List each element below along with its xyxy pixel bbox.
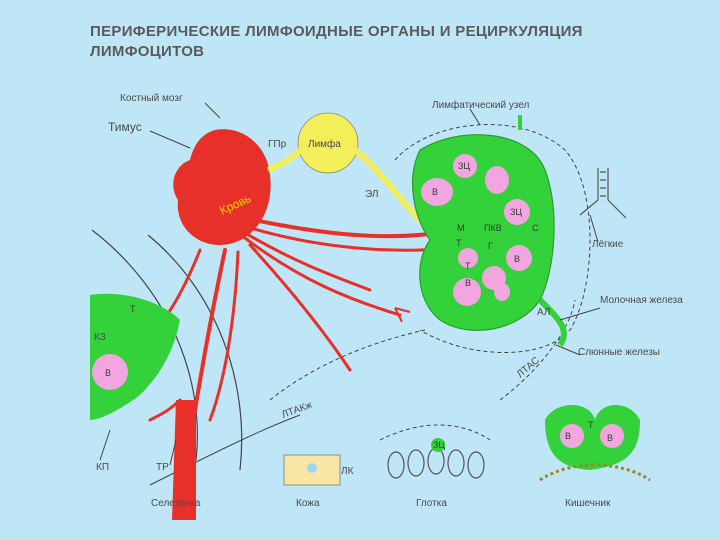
label-mammary: Молочная железа [600,295,683,306]
label-lk: ЛК [341,466,354,477]
label-lymph-node: Лимфатический узел [432,99,530,111]
cell-t-2: Т [465,261,471,271]
throat-tonsils [388,448,484,478]
cell-b-spleen: В [105,368,111,378]
label-bone-marrow: Костный мозг [120,93,183,104]
lungs-bronchi [580,168,626,218]
label-tr: ТР [156,462,169,473]
label-el: ЭЛ [365,189,378,200]
lymph-duct-to-heart [268,150,300,170]
label-thymus: Тимус [108,120,142,134]
label-skin: Кожа [296,498,320,509]
cell-b-intestine-1: В [565,431,571,441]
cell-t-spleen: Т [130,304,136,314]
cell-zc-1: ЗЦ [458,161,470,171]
cell-b-intestine-2: В [607,433,613,443]
label-lymph: Лимфа [308,138,341,150]
cell-pkv: ПКВ [484,223,502,233]
cell-g: Г [488,241,493,251]
label-hpr: ГПр [268,139,287,150]
intestine-villi [540,405,650,480]
cell-b-3: В [465,278,471,288]
cell-zc-2: ЗЦ [510,207,522,217]
label-intestine: Кишечник [565,498,611,509]
label-lungs: Лёгкие [592,239,624,250]
spleen-outline-far [150,415,300,485]
cell-b-1: В [432,187,438,197]
cell-m: М [457,223,465,233]
label-al: АЛ [537,307,550,318]
label-kp: КП [96,462,109,473]
cell-t-1: Т [456,238,462,248]
label-ltas: ЛТАС [515,355,542,380]
label-kz: КЗ [94,332,106,343]
cell-c: С [532,223,539,233]
cell-t-intestine: Т [588,420,594,430]
label-salivary: Слюнные железы [578,347,660,358]
label-throat: Глотка [416,498,447,509]
throat-dashed-line [380,425,490,440]
cell-zc-throat: ЗЦ [433,440,445,450]
label-ltakzh: ЛТАКж [280,400,314,421]
label-spleen: Селезёнка [151,498,201,509]
skin-langerhans-cell [307,463,317,473]
cell-b-2: В [514,254,520,264]
